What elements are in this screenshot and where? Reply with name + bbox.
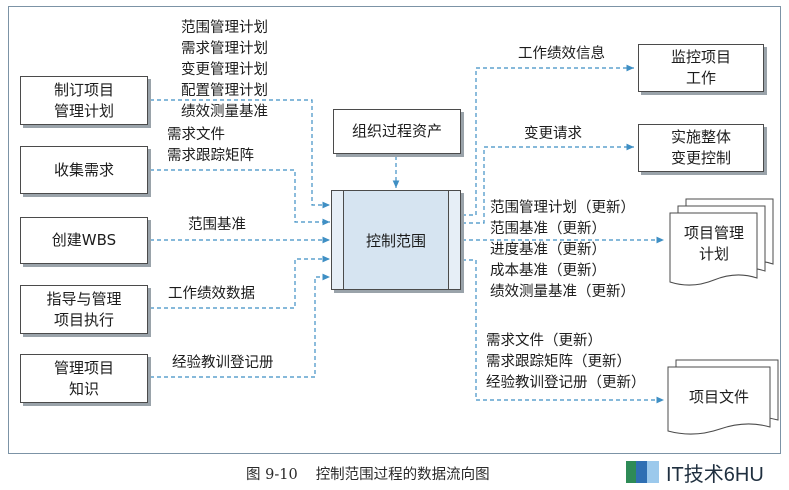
logo-text: IT技术6HU: [666, 463, 764, 486]
flow-label-work-performance-info: 工作绩效信息: [518, 46, 605, 62]
process-right-band: [448, 191, 460, 289]
process-label: 控制范围: [365, 231, 426, 250]
arrow-exec-to-control: [150, 255, 330, 309]
flow-label-scope-baseline: 范围基准: [188, 217, 246, 233]
develop-pm-plan-box: 制订项目 管理计划: [20, 76, 148, 125]
pm-plan-document-label: 项目管理 计划: [683, 224, 744, 263]
flow-label-pm-plan-updates: 范围管理计划（更新） 范围基准（更新） 进度基准（更新） 成本基准（更新） 绩效…: [490, 200, 635, 300]
flow-label-work-performance-data: 工作绩效数据: [168, 286, 255, 302]
pm-plan-document-shape: [669, 198, 774, 286]
figure-caption: 图 9-10 控制范围过程的数据流向图: [246, 463, 490, 484]
arrow-control-to-monitor: [462, 64, 634, 216]
process-left-band: [332, 191, 344, 289]
org-process-assets-box: 组织过程资产: [333, 109, 461, 154]
control-scope-process-box: 控制范围: [331, 190, 461, 290]
arrow-pmplan-to-control: [150, 99, 330, 209]
create-wbs-box: 创建WBS: [20, 217, 148, 264]
monitor-control-work-box: 监控项目 工作: [638, 44, 764, 92]
project-docs-document-label: 项目文件: [688, 387, 749, 406]
figure-title: 控制范围过程的数据流向图: [315, 467, 490, 483]
arrow-control-to-docs: [462, 259, 664, 404]
arrow-reqs-to-control: [150, 169, 330, 226]
flow-label-lessons-learned: 经验教训登记册: [172, 355, 274, 371]
flow-label-requirements-items: 需求文件 需求跟踪矩阵: [167, 127, 254, 164]
arrow-control-to-change: [462, 143, 634, 224]
project-docs-document-shape: [667, 359, 779, 435]
logo-mark-icon: [626, 461, 660, 483]
figure-number: 图 9-10: [246, 467, 298, 483]
flow-label-pm-plan-items: 范围管理计划 需求管理计划 变更管理计划 配置管理计划 绩效测量基准: [181, 20, 268, 120]
manage-knowledge-box: 管理项目 知识: [20, 354, 148, 403]
integrated-change-control-box: 实施整体 变更控制: [638, 124, 764, 172]
flow-label-change-requests: 变更请求: [524, 126, 582, 142]
direct-manage-work-box: 指导与管理 项目执行: [20, 285, 148, 334]
watermark-logo: IT技术6HU: [626, 459, 764, 486]
flow-label-project-docs-updates: 需求文件（更新） 需求跟踪矩阵（更新） 经验教训登记册（更新）: [486, 333, 646, 391]
diagram-frame: [8, 6, 781, 454]
collect-requirements-box: 收集需求: [20, 146, 148, 194]
